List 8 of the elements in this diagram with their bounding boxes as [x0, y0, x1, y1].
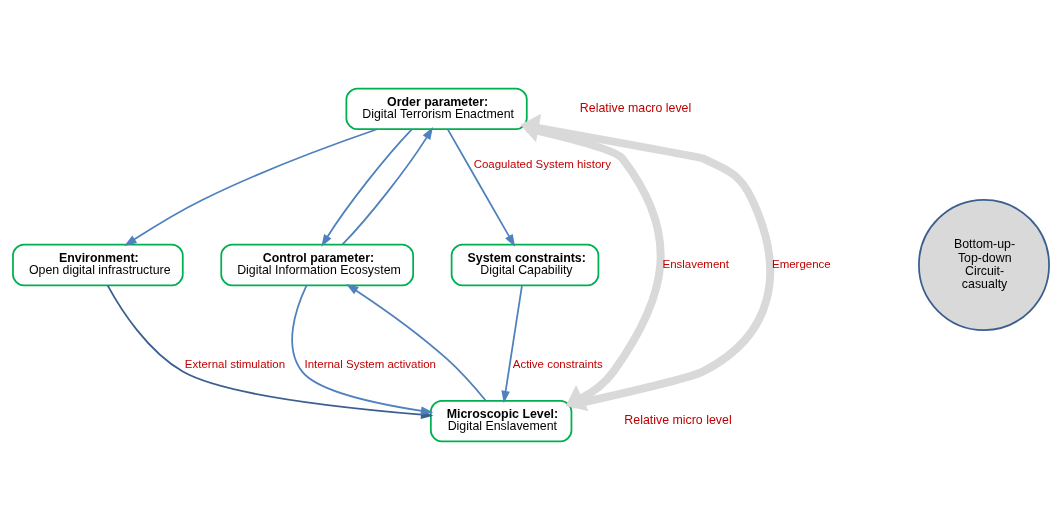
edge-label: Active constraints [512, 358, 603, 371]
label: Relative micro level [624, 413, 732, 428]
edge-label: Enslavement [662, 258, 729, 271]
edge-label: Emergence [772, 258, 831, 271]
label: Relative macro level [579, 101, 692, 116]
edge-label: Coagulated System history [473, 157, 611, 170]
edge-label: External stimulation [184, 358, 286, 371]
edge-label: Internal System activation [304, 358, 436, 371]
